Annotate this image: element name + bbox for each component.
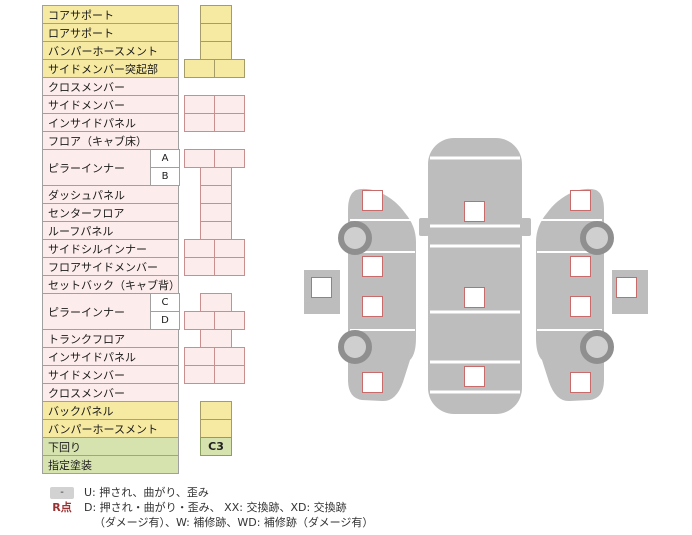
left-mirror-icon — [419, 218, 429, 236]
car-side-left — [304, 188, 416, 402]
legend-line-1: - U: 押され、曲がり、歪み — [50, 486, 373, 500]
diagram-marker[interactable] — [464, 201, 485, 222]
part-label: フロアサイドメンバー — [42, 257, 179, 276]
legend-line-3: （ダメージ有）、W: 補修跡、WD: 補修跡（ダメージ有） — [94, 516, 373, 530]
part-label: クロスメンバー — [42, 383, 179, 402]
car-top-view — [419, 138, 531, 414]
part-label: バンパーホースメント — [42, 419, 179, 438]
part-label: サイドシルインナー — [42, 239, 179, 258]
part-label: インサイドパネル — [42, 113, 179, 132]
part-label: バンパーホースメント — [42, 41, 179, 60]
diagram-marker[interactable] — [311, 277, 332, 298]
diagram-marker[interactable] — [570, 256, 591, 277]
damage-cell[interactable] — [214, 365, 245, 384]
diagram-marker[interactable] — [570, 190, 591, 211]
legend-r-label: R点 — [52, 501, 72, 514]
wheel-icon — [338, 330, 372, 364]
part-label: フロア（キャブ床） — [42, 131, 179, 150]
part-label: インサイドパネル — [42, 347, 179, 366]
part-label: バックパネル — [42, 401, 179, 420]
part-label: サイドメンバー突起部 — [42, 59, 179, 78]
diagram-marker[interactable] — [616, 277, 637, 298]
diagram-marker[interactable] — [570, 296, 591, 317]
diagram-marker[interactable] — [362, 372, 383, 393]
legend-dash-text: U: 押され、曲がり、歪み — [84, 486, 209, 499]
right-mirror-icon — [521, 218, 531, 236]
part-label: トランクフロア — [42, 329, 179, 348]
diagram-marker[interactable] — [570, 372, 591, 393]
part-label: ダッシュパネル — [42, 185, 179, 204]
damage-cell[interactable] — [214, 59, 245, 78]
legend: - U: 押され、曲がり、歪み R点 D: 押され・曲がり・歪み、 XX: 交換… — [50, 486, 373, 531]
diagram-marker[interactable] — [362, 256, 383, 277]
diagram-marker[interactable] — [362, 296, 383, 317]
damage-cell[interactable] — [214, 257, 245, 276]
legend-r-text-2: （ダメージ有）、W: 補修跡、WD: 補修跡（ダメージ有） — [94, 516, 374, 529]
wheel-icon — [338, 221, 372, 255]
wheel-icon — [580, 221, 614, 255]
sub-part-label: A — [150, 149, 180, 168]
damage-cell[interactable] — [214, 113, 245, 132]
part-label: 指定塗装 — [42, 455, 179, 474]
damage-cell[interactable]: C3 — [200, 437, 232, 456]
legend-line-2: R点 D: 押され・曲がり・歪み、 XX: 交換跡、XD: 交換跡 — [50, 501, 373, 515]
diagram-marker[interactable] — [464, 366, 485, 387]
part-label: クロスメンバー — [42, 77, 179, 96]
wheel-icon — [580, 330, 614, 364]
legend-r-text-1: D: 押され・曲がり・歪み、 XX: 交換跡、XD: 交換跡 — [84, 501, 347, 514]
diagram-marker[interactable] — [464, 287, 485, 308]
legend-dash-badge: - — [50, 487, 74, 499]
damage-parts-table: コアサポートロアサポートバンパーホースメントサイドメンバー突起部クロスメンバーサ… — [42, 5, 288, 477]
diagram-marker[interactable] — [362, 190, 383, 211]
